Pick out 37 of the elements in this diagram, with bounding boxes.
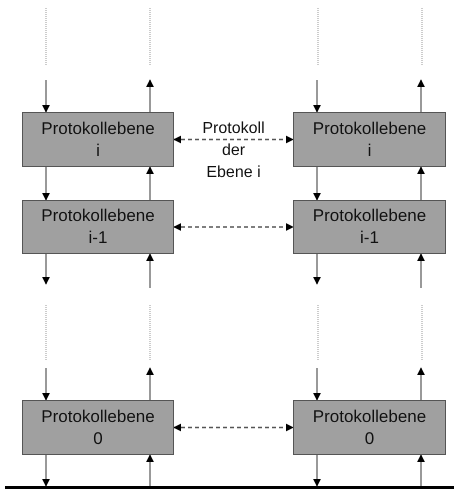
- arrow: [146, 367, 154, 400]
- arrow: [313, 254, 321, 285]
- arrow: [417, 454, 425, 486]
- arrow: [313, 80, 321, 113]
- layer-label: Protokollebene 0: [312, 406, 426, 450]
- arrow: [313, 368, 321, 401]
- arrow: [173, 136, 294, 144]
- arrow: [313, 167, 321, 201]
- layer-box: [22, 112, 174, 167]
- layer-box: [293, 400, 446, 455]
- layer-box: [22, 200, 174, 254]
- arrow: [146, 454, 154, 486]
- arrow: [146, 166, 154, 200]
- arrow: [42, 455, 50, 487]
- arrow: [146, 253, 154, 288]
- layer-box: [293, 200, 446, 254]
- arrow: [313, 455, 321, 487]
- layer-box: [22, 400, 174, 455]
- arrow: [417, 253, 425, 288]
- arrow: [417, 166, 425, 200]
- arrow: [146, 79, 154, 112]
- layer-box: [293, 112, 446, 167]
- arrow: [42, 254, 50, 285]
- ground-line: [5, 486, 454, 489]
- arrow: [417, 79, 425, 112]
- layer-label: Protokollebene i-1: [41, 205, 155, 249]
- arrow: [173, 424, 294, 432]
- arrow: [42, 368, 50, 401]
- arrow: [42, 167, 50, 201]
- layer-label: Protokollebene i: [312, 118, 426, 162]
- layer-label: Protokollebene 0: [41, 406, 155, 450]
- arrow: [417, 367, 425, 400]
- arrow: [42, 80, 50, 113]
- layer-label: Protokollebene i: [41, 118, 155, 162]
- layer-label: Protokollebene i-1: [312, 205, 426, 249]
- edge-label: Protokoll der Ebene i: [201, 118, 266, 182]
- arrow: [173, 223, 294, 231]
